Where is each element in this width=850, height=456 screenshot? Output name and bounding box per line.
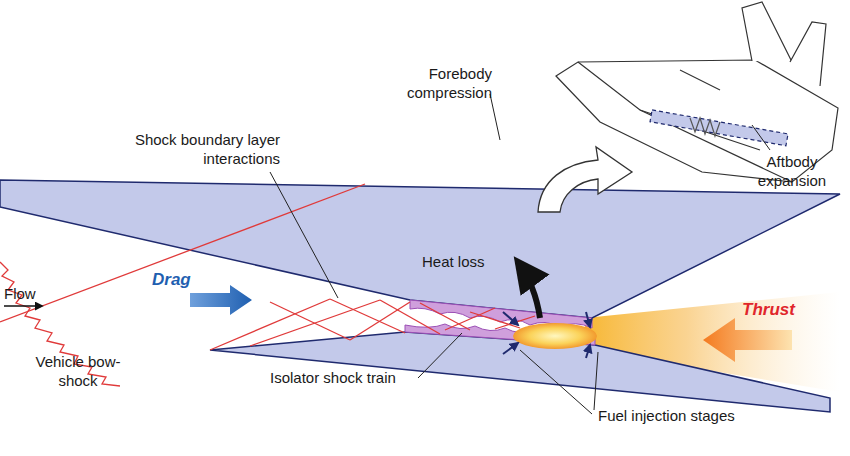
combustion-flame <box>513 323 597 349</box>
part-label: Shock boundary layer interactions <box>118 130 280 168</box>
part-label: Forebody compression <box>382 64 492 102</box>
part-label: Heat loss <box>422 252 512 271</box>
drag-arrow <box>190 285 252 315</box>
part-label: Aftbody expansion <box>740 152 844 190</box>
callout-arrow <box>538 147 632 212</box>
thrust-arrow <box>703 318 792 362</box>
leader-lines <box>270 94 770 414</box>
flow-arrow <box>4 305 42 307</box>
upper-body <box>0 180 840 318</box>
part-label: Fuel injection stages <box>598 406 768 425</box>
force-label: Drag <box>152 270 212 289</box>
force-label: Thrust <box>742 300 812 319</box>
flow-label: Flow <box>4 284 54 303</box>
part-label: Isolator shock train <box>270 368 420 387</box>
part-label: Vehicle bow-shock <box>32 352 124 390</box>
fuel-injection-arrows <box>503 312 590 358</box>
heat-loss-arrow <box>518 262 540 318</box>
